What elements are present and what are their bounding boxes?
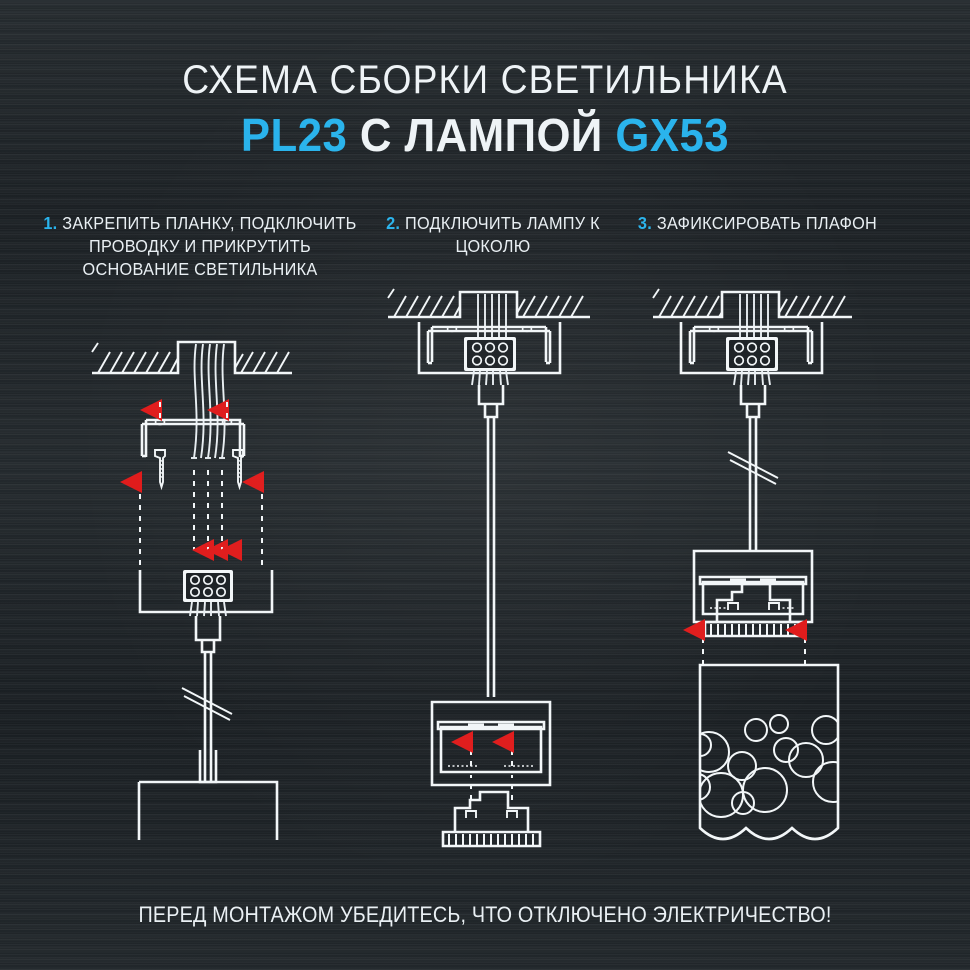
terminal-block-1 bbox=[183, 570, 233, 617]
suspension-cable-3 bbox=[727, 385, 779, 551]
step-1-label: ЗАКРЕПИТЬ ПЛАНКУ, ПОДКЛЮЧИТЬ ПРОВОДКУ И … bbox=[57, 213, 357, 279]
lamp-pin-left-2 bbox=[465, 810, 477, 818]
lamp-pin-right-2 bbox=[506, 810, 518, 818]
luminaire-base-2 bbox=[417, 322, 562, 375]
step-1-number: 1. bbox=[43, 213, 58, 233]
step-1-heading: 1. ЗАКРЕПИТЬ ПЛАНКУ, ПОДКЛЮЧИТЬ ПРОВОДКУ… bbox=[42, 212, 358, 281]
product-model-pl23: PL23 bbox=[240, 109, 348, 161]
safety-warning-footer: ПЕРЕД МОНТАЖОМ УБЕДИТЕСЬ, ЧТО ОТКЛЮЧЕНО … bbox=[138, 902, 832, 927]
mounted-bracket-2 bbox=[426, 325, 552, 365]
ceiling-hatched-1 bbox=[91, 340, 292, 375]
title-connector-text: С ЛАМПОЙ bbox=[347, 109, 616, 161]
break-line-symbol-3 bbox=[727, 451, 779, 485]
bracket-screw-hole-right-3 bbox=[783, 325, 795, 333]
bracket-screw-hole-left-3 bbox=[708, 325, 720, 333]
socket-housing-with-lamp-3 bbox=[692, 549, 814, 638]
bracket-screw-hole-left bbox=[154, 418, 166, 426]
lamp-pin-right-3 bbox=[768, 602, 780, 610]
socket-housing-2 bbox=[430, 700, 552, 787]
ceiling-wires-2 bbox=[477, 294, 507, 340]
step-2-number: 2. bbox=[386, 213, 401, 233]
step-3-number: 3. bbox=[637, 213, 653, 233]
lamp-shade-3 bbox=[698, 663, 840, 841]
page-title-line2: PL23 С ЛАМПОЙ GX53 bbox=[24, 108, 946, 162]
ceiling-wires-3 bbox=[739, 294, 769, 340]
step-2-diagram bbox=[387, 288, 590, 848]
lamp-model-gx53: GX53 bbox=[615, 109, 730, 161]
gx53-lamp-2 bbox=[441, 790, 542, 848]
break-line-symbol-1 bbox=[181, 687, 233, 721]
step-2-heading: 2. ПОДКЛЮЧИТЬ ЛАМПУ К ЦОКОЛЮ bbox=[377, 212, 610, 258]
lamp-pin-left-3 bbox=[727, 602, 739, 610]
screw-left-1 bbox=[154, 449, 166, 491]
suspension-cable-2 bbox=[477, 385, 505, 697]
lamp-shade-1 bbox=[137, 780, 279, 840]
shade-bubble-pattern-3 bbox=[700, 714, 838, 818]
terminal-block-3 bbox=[726, 337, 778, 386]
mounting-bracket-1 bbox=[140, 418, 246, 458]
step-1-diagram bbox=[91, 340, 292, 840]
step-3-label: ЗАФИКСИРОВАТЬ ПЛАФОН bbox=[652, 213, 878, 233]
step-2-label: ПОДКЛЮЧИТЬ ЛАМПУ К ЦОКОЛЮ bbox=[400, 213, 600, 256]
step-3-diagram bbox=[652, 288, 852, 841]
socket-plate-highlights-2 bbox=[468, 723, 514, 727]
terminal-block-2 bbox=[464, 337, 516, 386]
arrow-down-wires-1 bbox=[192, 470, 242, 561]
luminaire-base-1 bbox=[138, 570, 274, 614]
suspension-cable-1 bbox=[181, 616, 233, 784]
mounted-bracket-3 bbox=[688, 325, 814, 365]
ceiling-hatched-2 bbox=[387, 288, 590, 319]
bracket-screw-hole-right-2 bbox=[521, 325, 533, 333]
ceiling-hatched-3 bbox=[652, 288, 852, 319]
ceiling-wires-1 bbox=[191, 343, 226, 459]
page-title-line1: СХЕМА СБОРКИ СВЕТИЛЬНИКА bbox=[182, 58, 788, 102]
bracket-screw-hole-left-2 bbox=[446, 325, 458, 333]
screw-right-1 bbox=[232, 449, 244, 491]
step-3-heading: 3. ЗАФИКСИРОВАТЬ ПЛАФОН bbox=[634, 212, 880, 235]
luminaire-base-3 bbox=[679, 322, 824, 375]
installed-lamp-body-3 bbox=[715, 582, 792, 622]
